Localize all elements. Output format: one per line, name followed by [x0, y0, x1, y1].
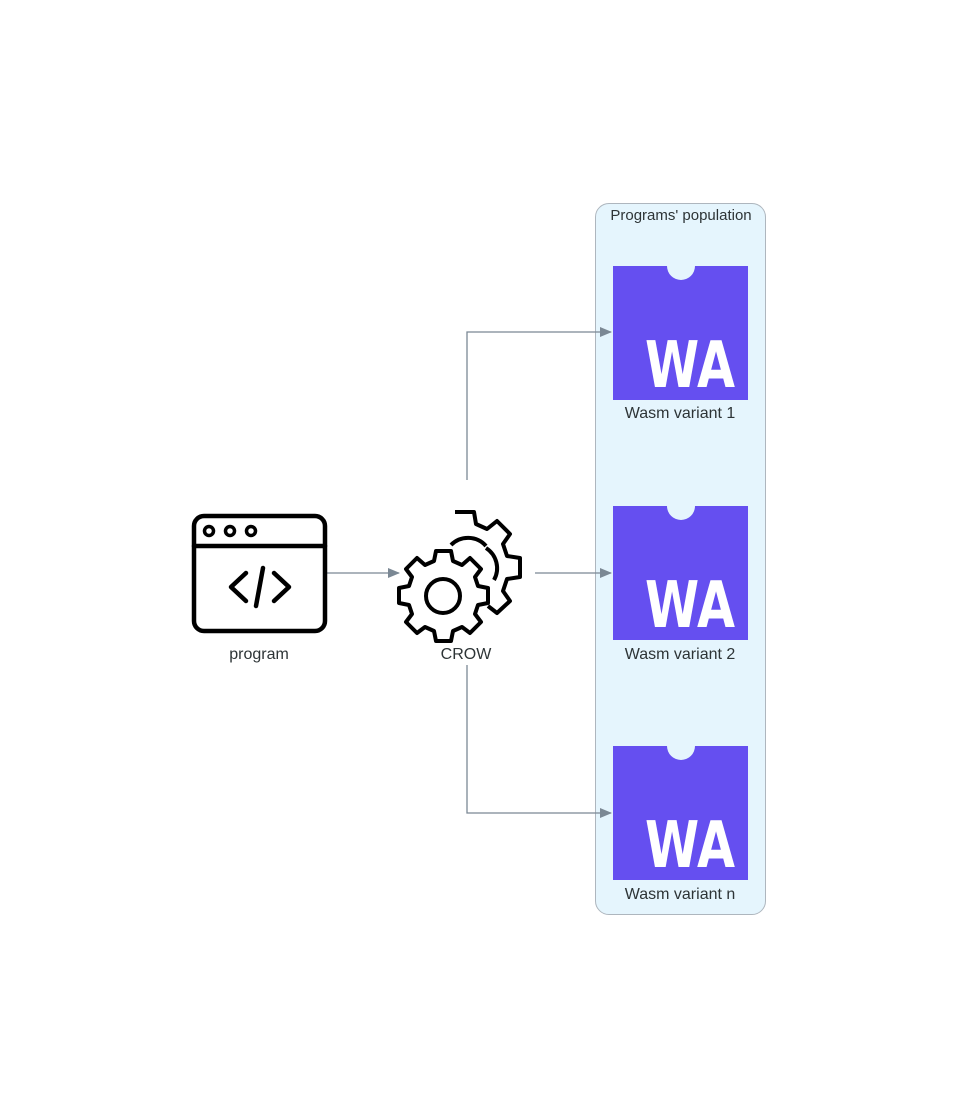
edge-crow-to-variant-n — [466, 665, 612, 818]
wasm-icon-text-1: WA — [645, 329, 735, 403]
gears-icon — [397, 510, 522, 643]
cluster-label: Programs' population — [610, 207, 752, 224]
wasm-icon-3: WA — [613, 746, 748, 883]
edge-crow-to-variant-1 — [466, 327, 612, 480]
wasm-icon-text-3: WA — [645, 809, 735, 883]
crow-label: CROW — [440, 646, 492, 663]
variant-2-label: Wasm variant 2 — [624, 646, 736, 663]
wasm-icon-text-2: WA — [645, 569, 735, 643]
browser-code-icon — [191, 513, 328, 634]
variant-1-label: Wasm variant 1 — [624, 405, 736, 422]
program-label: program — [229, 646, 289, 663]
wasm-icon-2: WA — [613, 506, 748, 643]
variant-n-label: Wasm variant n — [624, 886, 736, 903]
wasm-icon-1: WA — [613, 266, 748, 403]
